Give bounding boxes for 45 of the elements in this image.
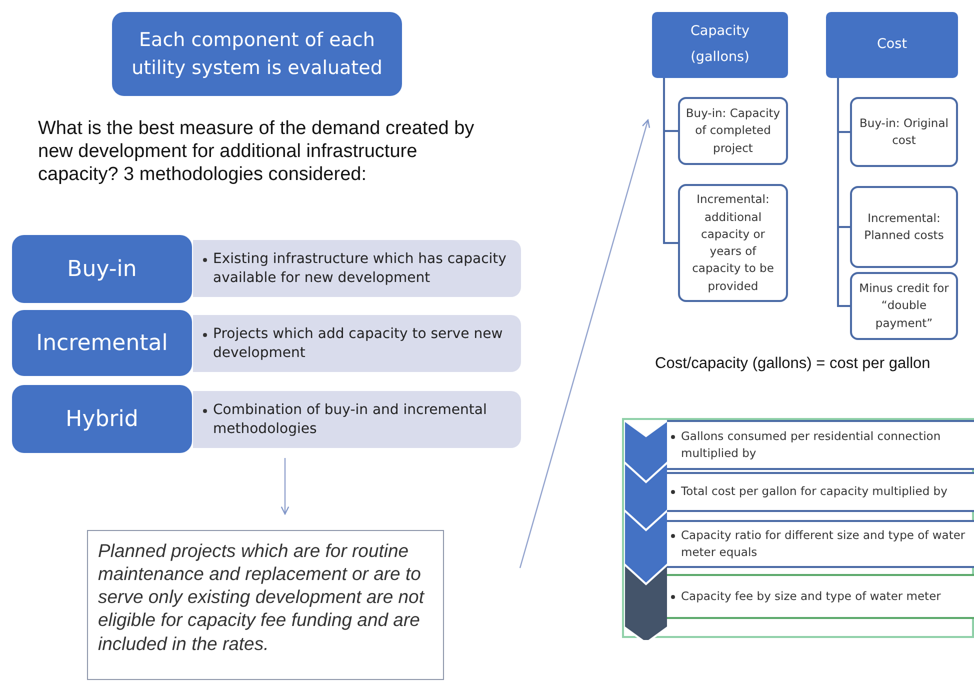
- description-text: What is the best measure of the demand created by new development for additional infrastructure capacity? 3 methodologies considered:: [38, 118, 476, 186]
- method-label: Buy-in: [67, 256, 137, 282]
- method-box: [12, 310, 192, 376]
- arrow: [519, 119, 650, 568]
- item-box: [678, 97, 788, 165]
- method-label: Hybrid: [66, 406, 138, 432]
- row-text: Gallons consumed per residential connection multiplied by: [671, 428, 972, 462]
- connector-line: [837, 78, 850, 307]
- list-row: [667, 472, 974, 512]
- description-panel: [193, 315, 521, 372]
- description-text: Cost/capacity (gallons) = cost per gallon: [655, 355, 932, 374]
- item-text: Minus credit for “double payment”: [858, 280, 950, 332]
- item-text: Incremental: Planned costs: [863, 210, 945, 244]
- header-text: Capacity (gallons): [690, 22, 750, 67]
- method-label: Incremental: [36, 330, 168, 356]
- title-text: Each component of each utility system is evaluated: [130, 28, 384, 81]
- row-text: Capacity ratio for different size and type of water meter equals: [671, 526, 972, 562]
- list-frame: [622, 418, 974, 638]
- arrow: [280, 458, 290, 515]
- description-text: Existing infrastructure which has capacity available for new development: [203, 250, 517, 288]
- item-box: [678, 184, 788, 302]
- item-box: [850, 186, 958, 268]
- title-box: [112, 12, 402, 96]
- header-box: [826, 12, 958, 78]
- list-row: [667, 420, 974, 470]
- note-box: [87, 530, 444, 680]
- list-row: [667, 520, 974, 568]
- item-text: Incremental: additional capacity or years of capacity to be provided: [691, 191, 775, 294]
- item-text: Buy-in: Capacity of completed project: [684, 105, 782, 157]
- list-row: [667, 574, 974, 619]
- item-text: Buy-in: Original cost: [858, 114, 950, 149]
- item-box: [850, 272, 958, 340]
- note-text: Planned projects which are for routine maintenance and replacement or are to serve only existing development are not eligible for capacity fee funding and are included in the rates.: [98, 539, 426, 655]
- item-box: [850, 97, 958, 167]
- description-text: Combination of buy-in and incremental methodologies: [203, 400, 517, 438]
- row-text: Capacity fee by size and type of water meter: [671, 588, 941, 606]
- header-box: [652, 12, 788, 78]
- row-text: Total cost per gallon for capacity multiplied by: [671, 483, 948, 501]
- header-text: Cost: [876, 35, 907, 54]
- description-text: Projects which add capacity to serve new development: [203, 324, 517, 362]
- description-panel: [193, 240, 521, 297]
- method-box: [12, 385, 192, 453]
- method-box: [12, 235, 192, 303]
- description-panel: [193, 391, 521, 448]
- connector-line: [663, 78, 678, 244]
